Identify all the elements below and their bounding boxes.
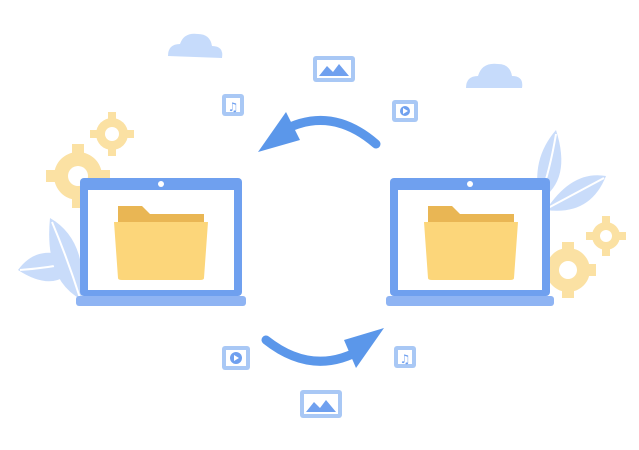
folder-icon <box>424 206 518 280</box>
image-badge <box>313 56 355 82</box>
laptop-left <box>76 178 246 306</box>
cloud-icon <box>168 33 223 58</box>
transfer-arrow-top <box>258 112 381 152</box>
gear-icon <box>90 112 134 156</box>
transfer-arrow-bottom <box>261 328 384 368</box>
play-badge <box>222 346 250 370</box>
folder-icon <box>114 206 208 280</box>
laptop-right <box>386 178 554 306</box>
music-note-badge: ♫ <box>222 94 244 116</box>
svg-text:♫: ♫ <box>228 100 239 114</box>
gear-icon <box>586 216 626 256</box>
gear-icon <box>540 242 596 298</box>
music-note-badge: ♫ <box>394 346 416 368</box>
play-badge <box>392 100 418 122</box>
cloud-icon <box>466 63 523 88</box>
svg-text:♫: ♫ <box>400 352 411 366</box>
leaf-icon <box>18 218 83 300</box>
image-badge <box>300 390 342 418</box>
